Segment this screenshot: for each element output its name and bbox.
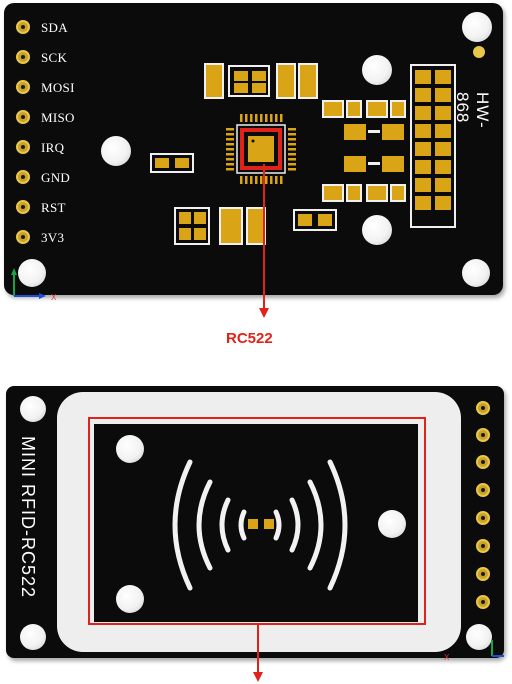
pin-label-rst: RST <box>41 200 66 215</box>
axis-gizmo: X <box>11 268 57 302</box>
pin-3v3 <box>16 230 30 244</box>
mounting-hole <box>20 396 46 422</box>
callout-arrow <box>259 164 269 318</box>
pin <box>476 567 490 581</box>
pin-label-mosi: MOSI <box>41 80 75 95</box>
pin-label-3v3: 3V3 <box>41 230 65 245</box>
mounting-hole <box>466 624 492 650</box>
smd-pad <box>298 63 318 99</box>
smd-pad <box>204 63 224 99</box>
pin <box>476 539 490 553</box>
smd-pad <box>276 63 296 99</box>
smd-pad <box>382 156 404 172</box>
smd-outline <box>150 153 194 173</box>
pin-label-miso: MISO <box>41 110 75 125</box>
smd-outline <box>228 65 270 97</box>
axis-gizmo: X <box>444 640 504 662</box>
smd-pad <box>322 100 344 118</box>
pin-label-gnd: GND <box>41 170 71 185</box>
pin <box>476 511 490 525</box>
mounting-hole <box>462 259 490 287</box>
callout-arrow <box>253 624 263 682</box>
pin-label-sda: SDA <box>41 20 68 35</box>
mounting-hole <box>362 215 392 245</box>
mounting-hole <box>116 585 144 613</box>
smd-pad <box>344 124 366 140</box>
smd-outline <box>174 207 210 245</box>
pin-sck <box>16 50 30 64</box>
pin-sda <box>16 20 30 34</box>
smd-pad <box>390 184 406 202</box>
smd-pad <box>366 100 388 118</box>
mounting-hole <box>18 259 46 287</box>
rc522-callout-label: RC522 <box>226 330 273 347</box>
pin-label-sck: SCK <box>41 50 68 65</box>
smd-pad <box>390 100 406 118</box>
pin-miso <box>16 110 30 124</box>
pin <box>476 401 490 415</box>
rfid-wave-icon <box>172 459 348 591</box>
smd-outline <box>293 209 337 231</box>
mounting-hole <box>462 12 492 42</box>
smd-pad <box>366 184 388 202</box>
pin-irq <box>16 140 30 154</box>
mounting-hole <box>116 435 144 463</box>
smd-array <box>410 64 456 228</box>
pin-label-irq: IRQ <box>41 140 65 155</box>
smd-pad <box>344 156 366 172</box>
via-pad <box>473 46 485 58</box>
mounting-hole <box>362 55 392 85</box>
pin <box>476 595 490 609</box>
pin-rst <box>16 200 30 214</box>
smd-pad <box>219 207 243 245</box>
mounting-hole <box>101 136 131 166</box>
smd-pad <box>346 100 362 118</box>
pin <box>476 455 490 469</box>
smd-pad <box>382 124 404 140</box>
model-label: HW-868 <box>453 92 492 129</box>
axis-x-label: X <box>51 293 57 302</box>
smd-pad <box>322 184 344 202</box>
rc522-chip <box>226 114 296 184</box>
axis-x-label: X <box>444 653 450 662</box>
mounting-hole <box>378 510 406 538</box>
pin <box>476 428 490 442</box>
pin-mosi <box>16 80 30 94</box>
board-title: MINI RFID-RC522 <box>18 436 38 599</box>
pin-gnd <box>16 170 30 184</box>
smd-pad <box>346 184 362 202</box>
mounting-hole <box>20 624 46 650</box>
pin <box>476 483 490 497</box>
